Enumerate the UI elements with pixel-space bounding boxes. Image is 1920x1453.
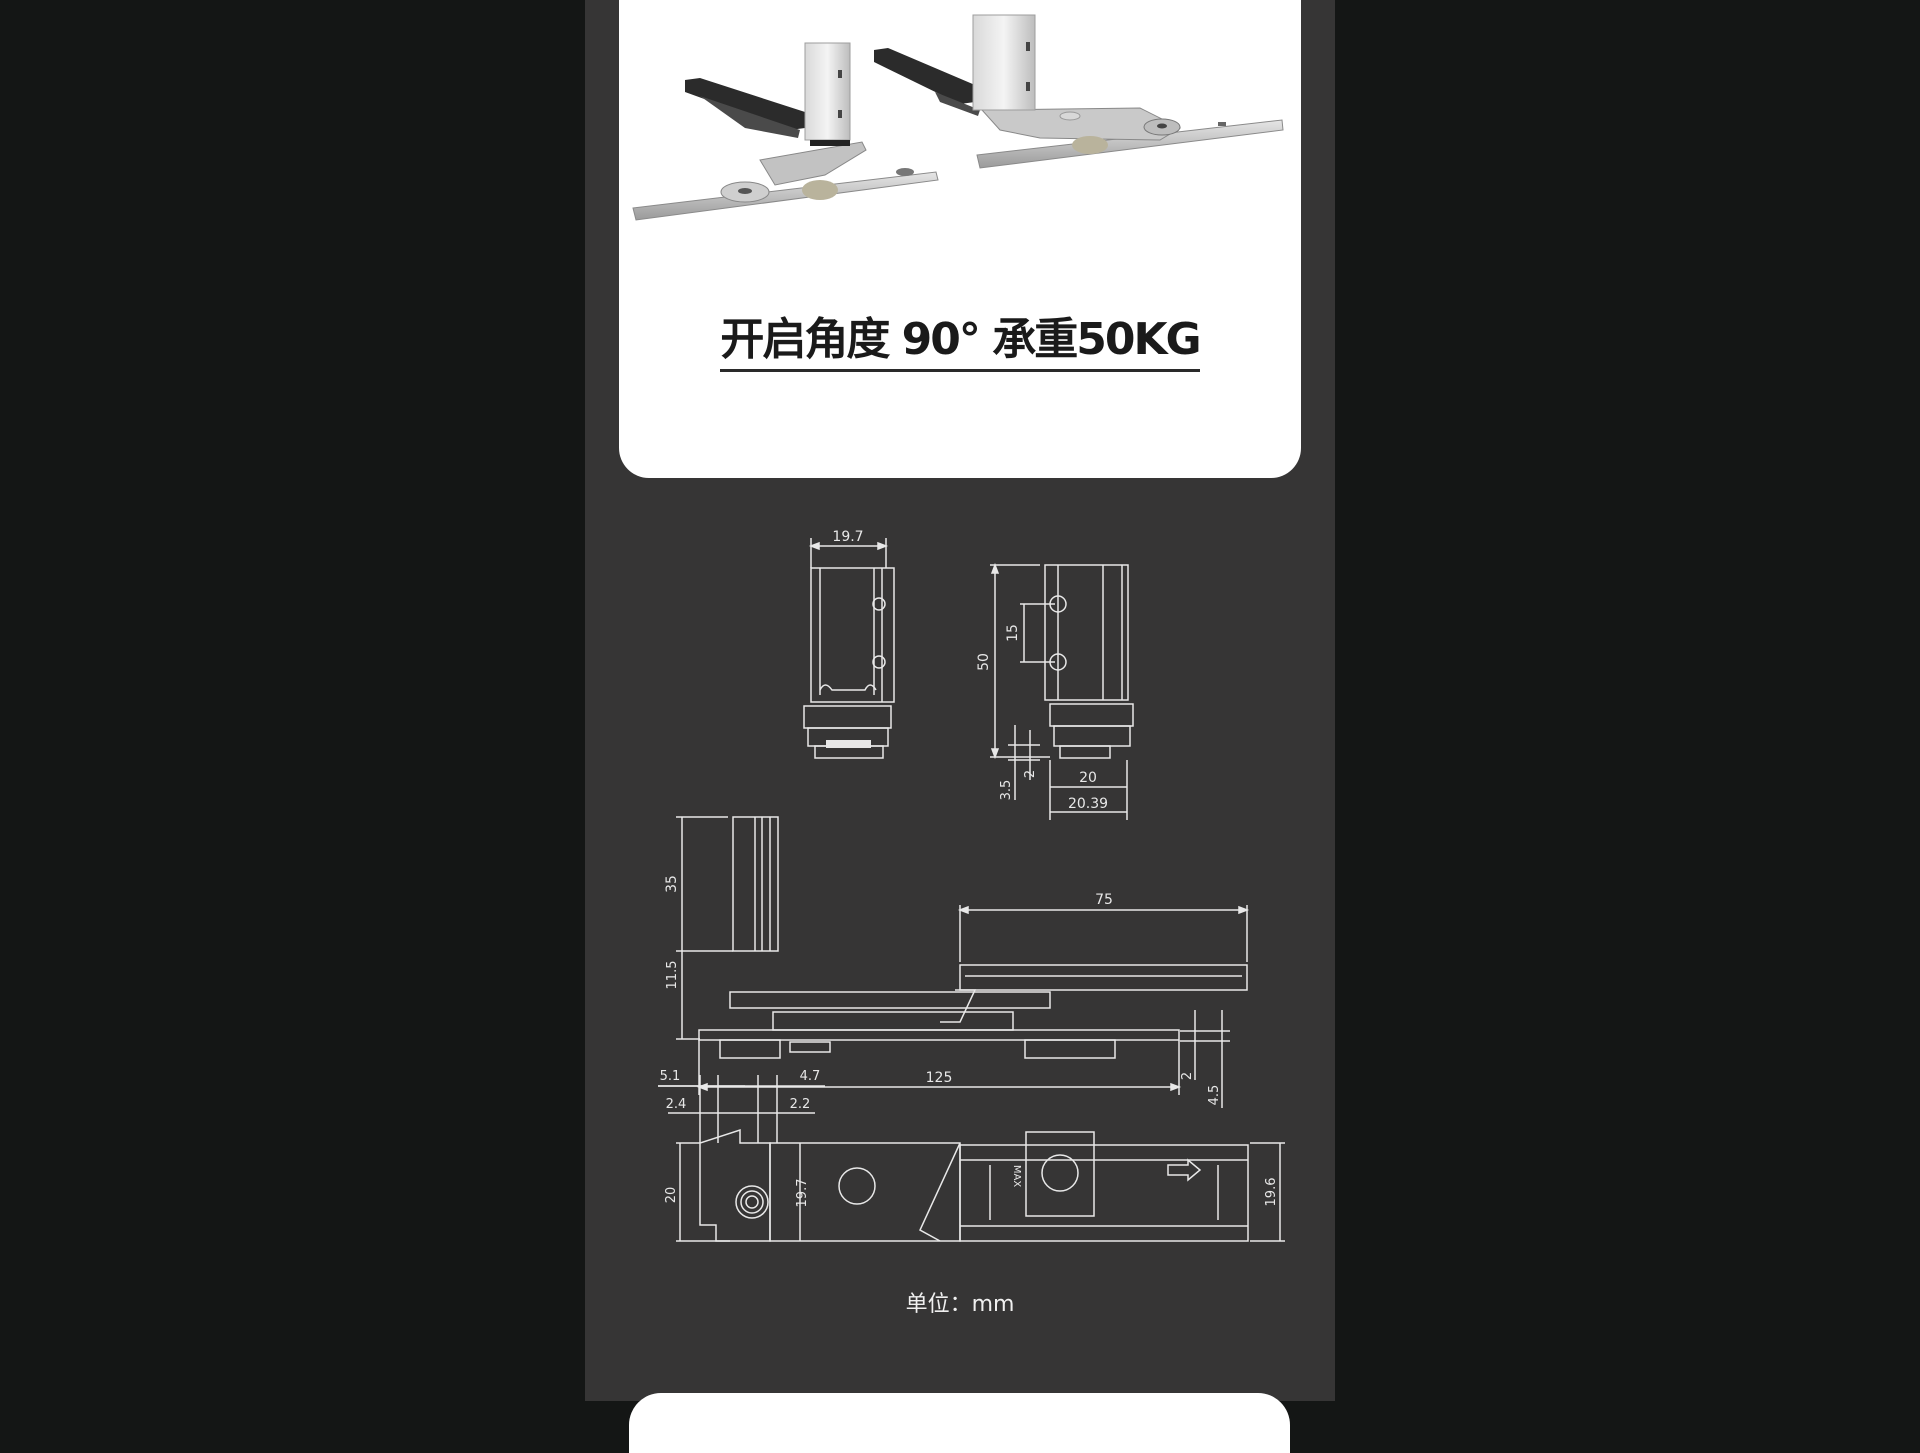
dim-plan-second-left: 2.4 (666, 1097, 687, 1112)
dim-side-height: 50 (976, 653, 992, 671)
next-card (629, 1393, 1290, 1453)
dim-post-height: 35 (664, 875, 680, 893)
dim-plan-top-right: 4.7 (800, 1069, 821, 1084)
dim-hole-spacing: 15 (1005, 624, 1021, 642)
dim-plan-end-depth: 19.6 (1264, 1178, 1279, 1207)
front-view-drawing: 19.7 (803, 529, 895, 759)
technical-drawing: 19.7 50 15 3.5 (658, 529, 1285, 1242)
plan-mark: MAX (1011, 1165, 1022, 1187)
unit-label: 单位：mm (905, 1292, 1015, 1317)
dim-base-width: 20 (1079, 770, 1097, 786)
hinge-left-icon (632, 42, 939, 221)
product-headline: 开启角度 90° 承重50KG (619, 313, 1301, 372)
elevation-view-drawing: 35 11.5 75 125 2 4.5 (664, 816, 1250, 1108)
headline-text: 开启角度 90° 承重50KG (720, 313, 1202, 372)
dim-plan-depth: 20 (664, 1187, 679, 1204)
dim-plan-inner-depth: 19.7 (795, 1179, 810, 1208)
hinge-right-icon (874, 14, 1284, 169)
dim-gap-a: 3.5 (999, 780, 1014, 801)
dim-arm-length: 75 (1095, 892, 1113, 908)
dim-plan-second-right: 2.2 (790, 1097, 811, 1112)
dim-overall-length: 125 (926, 1070, 953, 1086)
dim-plate-height: 11.5 (665, 961, 680, 990)
dim-plan-top-left: 5.1 (660, 1069, 681, 1084)
dim-gap-b: 2 (1023, 770, 1038, 778)
dim-right-b: 4.5 (1207, 1085, 1222, 1106)
side-view-drawing: 50 15 3.5 2 20 20.39 (976, 562, 1134, 820)
dim-front-width: 19.7 (832, 529, 863, 545)
dim-overall-width: 20.39 (1068, 796, 1108, 812)
plan-view-drawing: 5.1 2.4 4.7 2.2 20 19.7 MAX 19.6 (658, 1069, 1285, 1242)
product-photo (632, 14, 1284, 221)
dim-right-a: 2 (1180, 1072, 1195, 1080)
